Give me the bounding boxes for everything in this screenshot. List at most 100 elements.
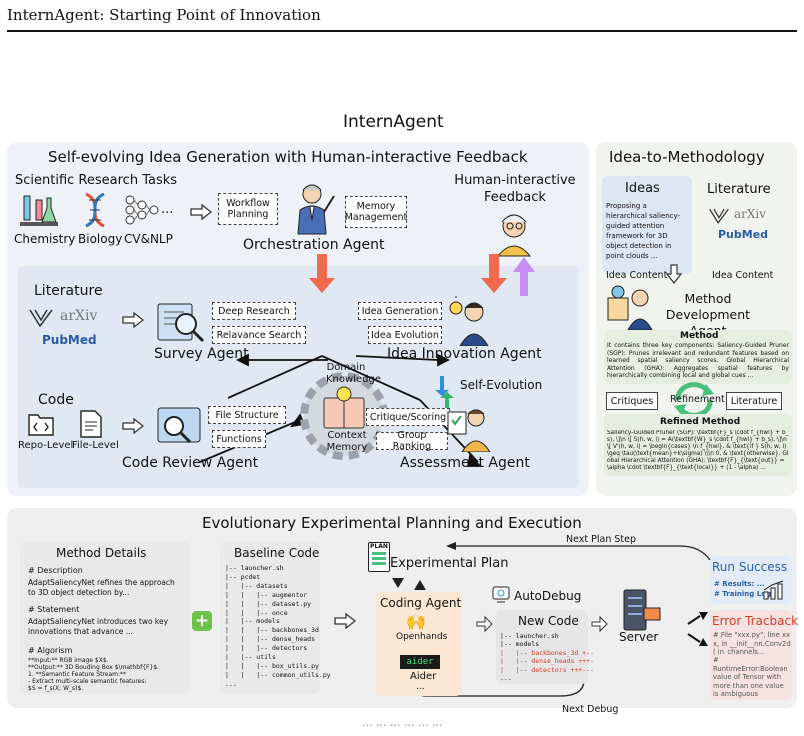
method-details-card <box>20 542 190 694</box>
new-code-title: New Code <box>518 614 579 628</box>
self-evolution-label: Self-Evolution <box>460 378 543 392</box>
next-debug-label: Next Debug <box>562 704 619 715</box>
server-icon <box>623 589 661 631</box>
domain-knowledge-label: Domain Knowledge <box>326 362 381 386</box>
tree-line: |-- launcher.sh <box>225 564 284 572</box>
new-tree-line: |-- launcher.sh <box>500 632 559 640</box>
code-review-agent-label: Code Review Agent <box>122 455 259 471</box>
file-code-icon <box>80 410 102 438</box>
file-structure-box: File Structure <box>208 406 286 424</box>
hollow-arrow-icon <box>334 613 356 629</box>
conductor-icon <box>297 184 335 235</box>
tree-line: | | |-- augmentor <box>225 590 308 599</box>
refined-method-text: Saliency-Guided Pruner (SGP): \textbf{F}… <box>607 430 789 471</box>
autodebug-icon <box>492 586 510 603</box>
new-tree-line: ... <box>500 674 512 683</box>
method-agent-icon <box>607 285 653 330</box>
tree-line: | |-- models <box>225 617 280 626</box>
biology-icon <box>85 192 105 228</box>
plan-icon-text: PLAN <box>370 543 388 550</box>
memory-management-box: Memory Management <box>345 196 407 228</box>
autodebug-label: AutoDebug <box>514 589 582 603</box>
new-tree-line: | |-- detectors +++--- <box>500 665 594 674</box>
deep-research-box: Deep Research <box>212 302 296 320</box>
results-text: # Results: ... <box>714 580 765 588</box>
literature-v-icon <box>29 309 53 328</box>
refinement-label: Refinement <box>670 394 725 405</box>
literature-v-icon <box>709 208 729 224</box>
error-text: # File "xxx.py", line xxx, in __init__nn… <box>713 631 791 655</box>
critiques-box: Critiques <box>606 392 658 410</box>
human-feedback-label: Human-interactive Feedback <box>450 172 580 206</box>
algorism-line: **Input:** RGB image $X$. <box>28 657 109 664</box>
pubmed-logo: PubMed <box>42 333 97 347</box>
tree-line: | | |-- detectors <box>225 644 308 653</box>
chemistry-icon <box>20 195 58 226</box>
method-title: Method <box>680 331 719 341</box>
task-chemistry-label: Chemistry <box>14 232 76 246</box>
new-tree-line: | |-- backbones_3d +-- <box>500 648 594 657</box>
baseline-code-card <box>220 542 320 694</box>
aider-label: Aider <box>410 671 437 682</box>
idea-innovation-agent-label: Idea Innovation Agent <box>387 346 542 362</box>
research-tasks-title: Scientific Research Tasks <box>15 173 178 188</box>
hollow-arrow-icon <box>122 418 144 434</box>
tree-line: ... <box>225 679 237 688</box>
context-memory-text: Context Memory <box>326 430 368 453</box>
growth-chart-icon <box>763 580 784 600</box>
idea-to-method-title: Idea-to-Methodology <box>609 148 765 166</box>
experimental-plan-label: Experimental Plan <box>390 556 509 571</box>
openhands-icon: 🙌 <box>406 612 426 631</box>
right-arxiv-logo: arXiv <box>734 207 767 221</box>
refined-method-title: Refined Method <box>660 417 741 427</box>
file-level-label: File-Level <box>72 440 119 451</box>
literature-label: Literature <box>34 283 103 299</box>
tree-line: | | |-- once <box>225 608 288 617</box>
tree-line: | | |-- common_utils.py <box>225 670 331 679</box>
baseline-tree: |-- launcher.sh |-- pcdet | |-- datasets… <box>225 564 331 689</box>
algorism-line: **Output:** 3D Bouding Box $\mathbf{F}$. <box>28 664 160 671</box>
cv-nlp-icon <box>125 195 159 225</box>
ideas-card <box>602 176 692 274</box>
plus-icon: + <box>192 611 212 631</box>
algorism-heading: # Algorism <box>28 646 73 655</box>
folder-code-icon <box>28 414 54 436</box>
idea-generation-box: Idea Generation <box>358 302 442 320</box>
method-card <box>604 330 792 384</box>
tasks-ellipsis: ... <box>161 202 174 217</box>
algorism-line: $S = f_s(X; W_s)$. <box>28 685 84 692</box>
diagram-title: InternAgent <box>343 112 444 132</box>
right-literature-box: Literature <box>726 392 782 410</box>
new-tree-line: |-- models <box>500 640 540 649</box>
new-tree-line: | |-- dense_heads +++- <box>500 657 594 666</box>
statement-text: AdaptSaliencyNet introduces two key inno… <box>28 617 169 636</box>
purple-up-arrow <box>513 257 535 296</box>
new-tree: |-- launcher.sh |-- models | |-- backbon… <box>500 632 594 682</box>
error-traceback-title: Error Tracback <box>712 614 799 628</box>
self-evolution-arrows <box>435 376 454 412</box>
description-text: AdaptSaliencyNet refines the approach to… <box>28 578 175 597</box>
server-label: Server <box>619 630 659 644</box>
refined-method-card <box>604 414 792 476</box>
workflow-planning-box: Workflow Planning <box>218 193 278 225</box>
algorism-lines: **Input:** RGB image $X$. **Output:** 3D… <box>28 657 186 692</box>
coding-agent-card <box>376 592 462 696</box>
task-biology-label: Biology <box>78 232 123 246</box>
red-down-arrow-right <box>481 254 507 293</box>
human-feedback-text: Human-interactive Feedback <box>454 173 576 205</box>
assessment-agent-label: Assessment Agent <box>400 455 530 471</box>
task-cvnlp-label: CV&NLP <box>124 232 173 246</box>
idea-content-left-label: Idea Content <box>606 270 668 281</box>
relevance-search-box: Relavance Search <box>212 326 306 344</box>
idea-content-right-label: Idea Content <box>712 270 774 281</box>
coding-agent-title: Coding Agent <box>380 596 462 610</box>
group-ranking-box: Group Ranking <box>376 430 448 452</box>
code-label: Code <box>38 392 74 408</box>
training-logs-text: # Training Logs <box>714 590 776 598</box>
new-code-card <box>496 610 588 684</box>
tree-line: | |-- datasets <box>225 581 288 590</box>
openhands-label: Openhands <box>396 632 448 642</box>
tree-line: | | |-- box_utils.py <box>225 661 319 670</box>
orchestration-agent-label: Orchestration Agent <box>243 237 385 253</box>
algorism-line: - Extract multi-scale semantic features: <box>28 678 147 685</box>
